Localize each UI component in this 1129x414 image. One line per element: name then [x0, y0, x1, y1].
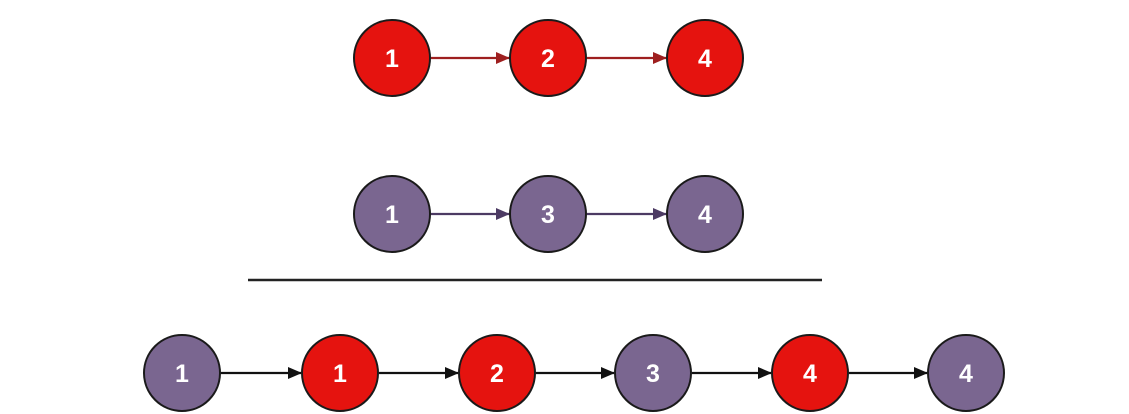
merged-node-label: 3	[646, 360, 660, 388]
list-a-node-circle	[666, 19, 744, 97]
merged-node-circle	[458, 334, 536, 412]
merged-node-label: 2	[490, 360, 504, 388]
merged-node-label: 4	[959, 360, 973, 388]
list-b-node-3: 4	[666, 175, 744, 253]
merged-node-circle	[927, 334, 1005, 412]
merged-node-label: 4	[803, 360, 817, 388]
list-a-node-label: 1	[385, 45, 399, 73]
list-b-node-circle	[353, 175, 431, 253]
list-a-node-1: 1	[353, 19, 431, 97]
merged-node-2: 1	[301, 334, 379, 412]
merged-node-5: 4	[771, 334, 849, 412]
merged-node-circle	[614, 334, 692, 412]
list-b-node-label: 3	[541, 201, 555, 229]
merged-list: 1 1 2 3 4 4	[143, 334, 1005, 412]
list-a-node-label: 4	[698, 45, 712, 73]
merged-node-circle	[301, 334, 379, 412]
merged-node-label: 1	[333, 360, 347, 388]
list-a-node-3: 4	[666, 19, 744, 97]
list-b-node-label: 4	[698, 201, 712, 229]
merged-node-circle	[771, 334, 849, 412]
list-b-node-circle	[666, 175, 744, 253]
merged-node-1: 1	[143, 334, 221, 412]
list-b-node-2: 3	[509, 175, 587, 253]
merged-node-6: 4	[927, 334, 1005, 412]
merged-node-4: 3	[614, 334, 692, 412]
merged-node-label: 1	[175, 360, 189, 388]
list-a-node-2: 2	[509, 19, 587, 97]
list-a-node-circle	[509, 19, 587, 97]
list-b-node-circle	[509, 175, 587, 253]
list-b: 1 3 4	[353, 175, 744, 253]
list-b-node-label: 1	[385, 201, 399, 229]
list-a-node-label: 2	[541, 45, 555, 73]
list-b-node-1: 1	[353, 175, 431, 253]
merged-node-circle	[143, 334, 221, 412]
list-a: 1 2 4	[353, 19, 744, 97]
list-a-node-circle	[353, 19, 431, 97]
merged-node-3: 2	[458, 334, 536, 412]
